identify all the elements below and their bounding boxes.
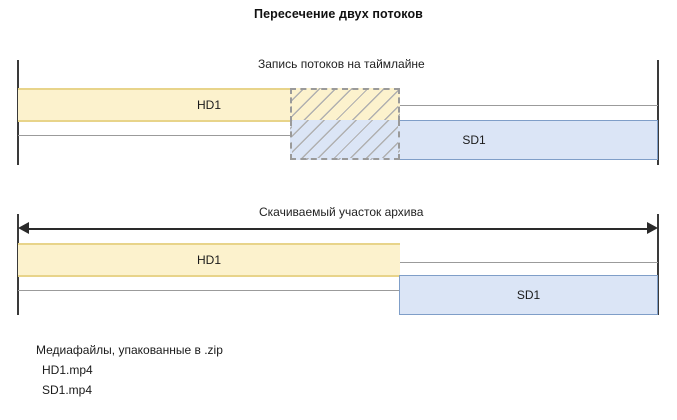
media-files-heading: Медиафайлы, упакованные в .zip: [36, 343, 223, 357]
timeline-1-overlap-hatch-lower: [290, 120, 400, 160]
timeline-1-overlap-hatch-upper: [290, 88, 400, 122]
timeline-1-bar-sd1-label: SD1: [462, 133, 486, 147]
timeline-1-axis-right: [657, 60, 659, 165]
arrow-right-head-icon: [647, 222, 658, 234]
arrow-left-head-icon: [18, 222, 29, 234]
arrow-line: [24, 228, 652, 230]
timeline-2-bar-sd1[interactable]: SD1: [399, 275, 658, 315]
media-files-block: Медиафайлы, упакованные в .zip HD1.mp4 S…: [36, 343, 223, 403]
download-range-arrow: [18, 222, 658, 236]
media-file-item-hd1: HD1.mp4: [42, 363, 93, 377]
timeline-2-bar-hd1-label: HD1: [196, 253, 221, 267]
timeline-1-bar-hd1-label: HD1: [196, 98, 221, 112]
timeline-2-caption: Скачиваемый участок архива: [259, 205, 424, 219]
media-file-item-sd1: SD1.mp4: [42, 383, 93, 397]
timeline-2-bar-sd1-label: SD1: [516, 288, 541, 302]
timeline-2-bar-hd1[interactable]: HD1: [18, 243, 400, 277]
timeline-2-axis-right: [657, 214, 659, 315]
timeline-2-rule-lower: [18, 290, 658, 291]
diagram-title: Пересечение двух потоков: [254, 7, 423, 21]
timeline-1-caption: Запись потоков на таймлайне: [258, 57, 425, 71]
